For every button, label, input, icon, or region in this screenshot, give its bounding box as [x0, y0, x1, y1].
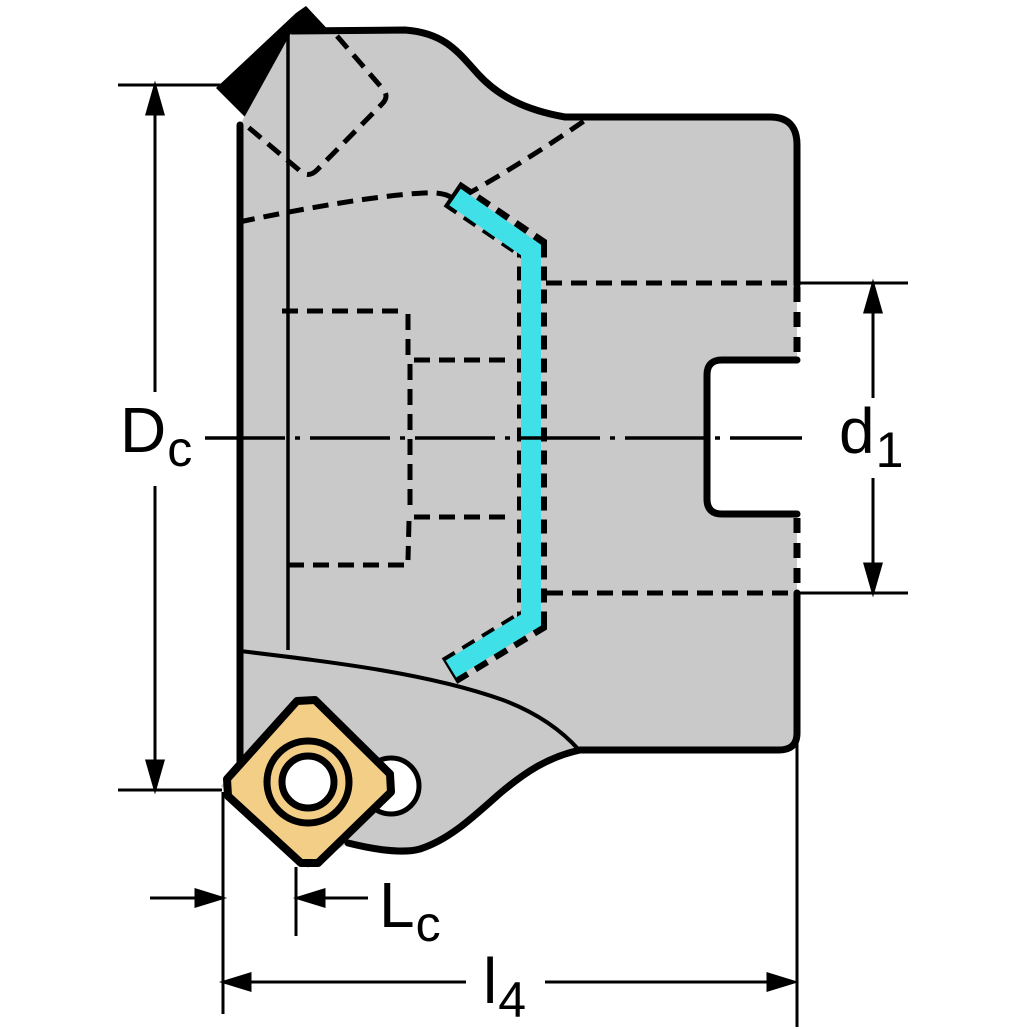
body-top-edge: [288, 26, 801, 289]
hidden-face-arc-right: [462, 118, 586, 199]
cutter-body: [221, 30, 797, 868]
label-bore-diameter: d1: [839, 399, 903, 475]
hidden-top-insert-outline: [246, 34, 389, 177]
lc-arrow-left-icon: [292, 887, 326, 909]
highlighted-edge-profile: [440, 181, 547, 685]
label-lc-main: L: [379, 869, 415, 941]
l4-arrow-left-icon: [218, 971, 252, 993]
label-l4-main: l: [483, 945, 498, 1017]
label-dc-sub: c: [167, 421, 193, 477]
d1-arrow-down-icon: [863, 562, 883, 598]
drive-slot-notch: [703, 356, 801, 518]
hidden-face-arc-left: [238, 190, 460, 225]
hidden-slot-right-lower: [405, 520, 412, 561]
lc-arrow-right-icon: [194, 887, 228, 909]
insert-center-hole: [278, 752, 338, 812]
label-edge-offset: Lc: [379, 873, 441, 949]
dc-arrow-down-icon: [145, 759, 165, 795]
l4-arrow-right-icon: [766, 971, 800, 993]
label-cutting-diameter: Dc: [120, 398, 192, 474]
label-dc-main: D: [120, 394, 167, 466]
label-body-length: l4: [483, 949, 526, 1025]
dimension-d1: [800, 278, 908, 598]
highlight-band: [445, 188, 541, 678]
hidden-edges: [238, 34, 801, 596]
internal-edges: [239, 32, 581, 752]
dimension-lc: [150, 792, 368, 1014]
body-outline: [236, 26, 801, 855]
label-d1-main: d: [839, 395, 875, 467]
bottom-insert: [223, 696, 395, 867]
label-d1-sub: 1: [875, 422, 904, 478]
face-cone-edge: [239, 649, 581, 752]
dc-arrow-up-icon: [145, 80, 165, 116]
label-l4-sub: 4: [498, 972, 527, 1028]
label-lc-sub: c: [415, 896, 441, 952]
dimension-l4: [218, 743, 800, 1027]
d1-arrow-up-icon: [863, 278, 883, 314]
insert-outer-ring: [263, 737, 353, 827]
dimension-dc: [118, 80, 225, 795]
body-bottom-edge: [344, 589, 801, 855]
